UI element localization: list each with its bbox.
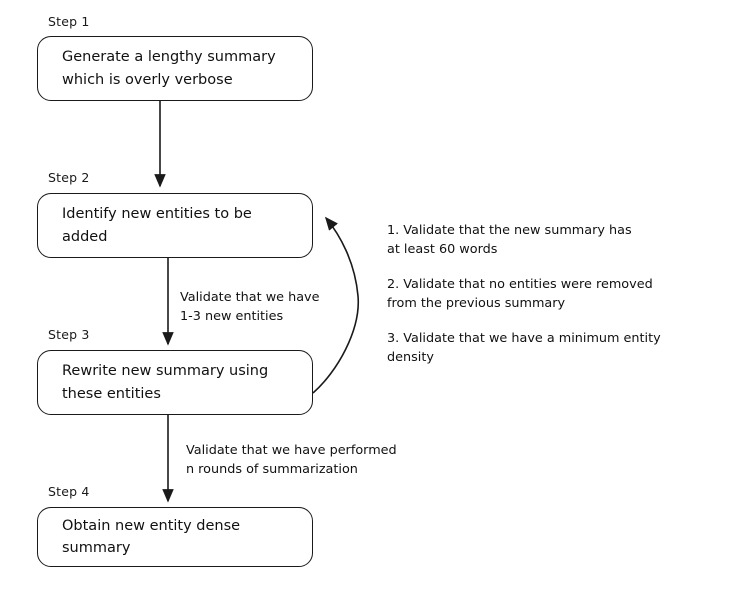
validation-note-1: 1. Validate that the new summary has at …	[387, 223, 632, 258]
edge-label-step2-step3: Validate that we have 1-3 new entities	[180, 290, 320, 325]
node-step-2[interactable]: Identify new entities to be added	[37, 193, 313, 258]
edge-label-step3-step4: Validate that we have performed n rounds…	[186, 443, 397, 478]
step-label-4: Step 4	[48, 484, 90, 499]
node-step-2-text: Identify new entities to be added	[62, 206, 252, 245]
node-step-4[interactable]: Obtain new entity dense summary	[37, 507, 313, 567]
step-label-2: Step 2	[48, 170, 90, 185]
step-label-3: Step 3	[48, 327, 90, 342]
node-step-4-text: Obtain new entity dense summary	[62, 517, 241, 556]
node-step-1[interactable]: Generate a lengthy summary which is over…	[37, 36, 313, 101]
validation-note-2: 2. Validate that no entities were remove…	[387, 277, 653, 312]
node-step-3-text: Rewrite new summary using these entities	[62, 363, 269, 402]
connector-step3-step2-feedback	[312, 216, 359, 394]
node-step-3[interactable]: Rewrite new summary using these entities	[37, 350, 313, 415]
step-label-1: Step 1	[48, 14, 90, 29]
node-step-1-text: Generate a lengthy summary which is over…	[62, 49, 276, 88]
validation-note-3: 3. Validate that we have a minimum entit…	[387, 331, 661, 366]
